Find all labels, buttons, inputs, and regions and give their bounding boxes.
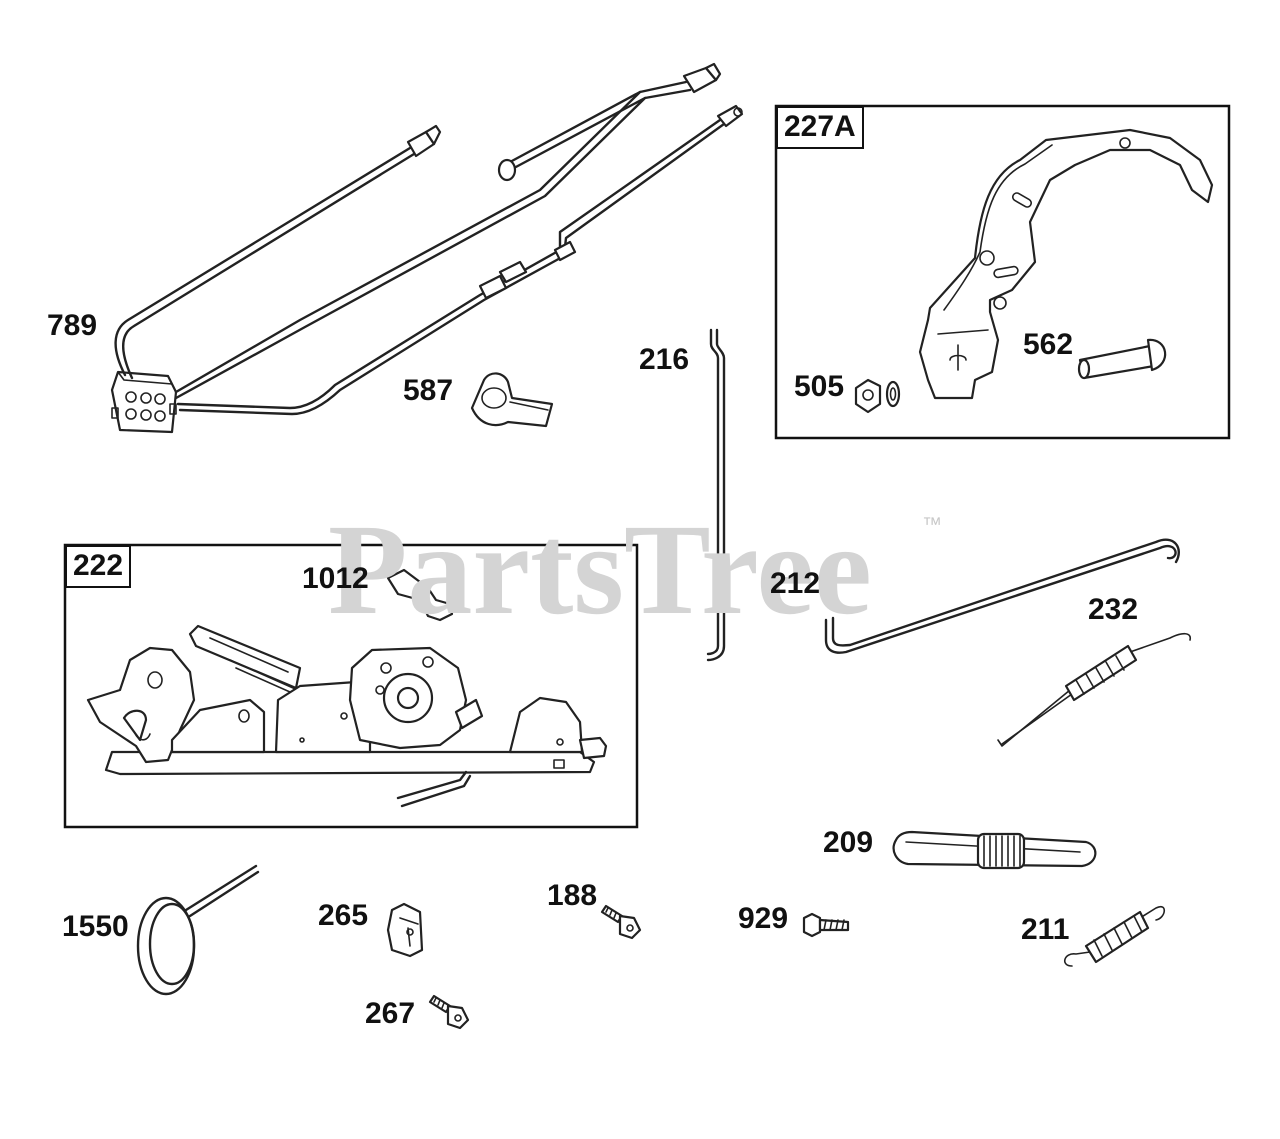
- part-587-clamp[interactable]: [470, 372, 554, 428]
- partstree-watermark: PartsTree: [328, 498, 872, 642]
- part-232-spring[interactable]: [997, 632, 1192, 747]
- callout-232[interactable]: 232: [1088, 593, 1139, 626]
- part-222-control-assembly[interactable]: [86, 624, 608, 808]
- box-227a-frame: [774, 104, 1231, 440]
- part-1012-clip[interactable]: [386, 568, 454, 622]
- callout-211[interactable]: 211: [1021, 913, 1070, 946]
- callout-1550[interactable]: 1550: [62, 910, 129, 943]
- callout-1012[interactable]: 1012: [302, 562, 369, 595]
- callout-212[interactable]: 212: [770, 567, 821, 600]
- callout-929[interactable]: 929: [738, 902, 789, 935]
- callout-265[interactable]: 265: [318, 899, 369, 932]
- callout-505[interactable]: 505: [794, 370, 845, 403]
- callout-267[interactable]: 267: [365, 997, 416, 1030]
- callout-209[interactable]: 209: [823, 826, 874, 859]
- box-222-label: 222: [65, 545, 132, 588]
- part-267-screw[interactable]: [428, 994, 470, 1030]
- part-227a-bracket[interactable]: [918, 128, 1214, 400]
- part-562-pin[interactable]: [1077, 338, 1167, 380]
- part-216-rod[interactable]: [706, 328, 726, 662]
- callout-216[interactable]: 216: [639, 343, 690, 376]
- part-929-bolt[interactable]: [802, 912, 850, 938]
- part-789-wiring-harness[interactable]: [110, 62, 744, 434]
- callout-587[interactable]: 587: [403, 374, 454, 407]
- trademark-symbol: ™: [922, 514, 942, 536]
- part-209-spring[interactable]: [892, 830, 1097, 870]
- part-1550-spring[interactable]: [136, 864, 260, 996]
- callout-562[interactable]: 562: [1023, 328, 1074, 361]
- part-211-spring[interactable]: [1064, 905, 1166, 967]
- part-505-nut[interactable]: [854, 378, 901, 414]
- callout-789[interactable]: 789: [47, 309, 98, 342]
- part-212-rod[interactable]: [824, 538, 1180, 654]
- callout-188[interactable]: 188: [547, 879, 598, 912]
- box-227a-label: 227A: [776, 106, 864, 149]
- part-188-screw[interactable]: [600, 904, 642, 940]
- part-265-clip[interactable]: [386, 902, 424, 958]
- box-222-frame: [63, 543, 639, 829]
